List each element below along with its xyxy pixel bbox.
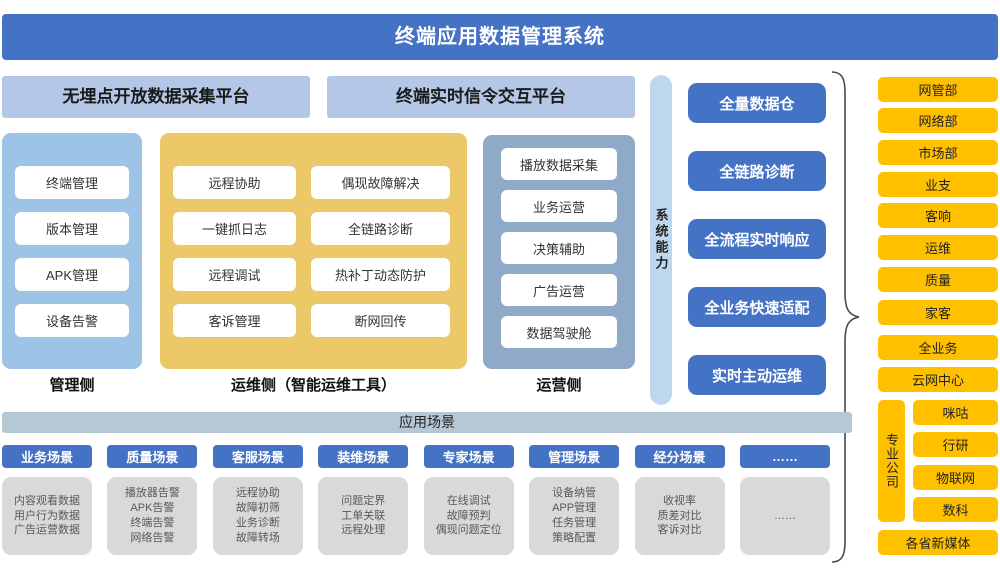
scenario-detail-quality: 播放器告警 APK告警 终端告警 网络告警 bbox=[107, 477, 198, 555]
subsidiary-box: 物联网 bbox=[913, 465, 998, 490]
management-item: 设备告警 bbox=[15, 304, 129, 337]
provincial-media-box: 各省新媒体 bbox=[878, 530, 998, 555]
scenario-detail-analysis: 收视率 质差对比 客诉对比 bbox=[634, 477, 725, 555]
subsidiary-box: 数科 bbox=[913, 497, 998, 522]
maintenance-item: 偶现故障解决 bbox=[311, 166, 450, 199]
capability-proactive-ops: 实时主动运维 bbox=[688, 355, 826, 395]
dept-box: 网络部 bbox=[878, 108, 998, 133]
maintenance-item: 远程调试 bbox=[173, 258, 296, 291]
maintenance-column-label: 运维侧（智能运维工具） bbox=[230, 377, 396, 394]
maintenance-item: 断网回传 bbox=[311, 304, 450, 337]
maintenance-item: 全链路诊断 bbox=[311, 212, 450, 245]
operation-item: 业务运营 bbox=[501, 190, 617, 222]
scenario-button-more: …… bbox=[739, 445, 830, 468]
operation-item: 决策辅助 bbox=[501, 232, 617, 264]
application-scenarios-bar: 应用场景 bbox=[2, 412, 852, 433]
scenario-detail-expert: 在线调试 故障预判 偶现问题定位 bbox=[423, 477, 514, 555]
management-item: APK管理 bbox=[15, 258, 129, 291]
operation-item: 数据驾驶舱 bbox=[501, 316, 617, 348]
scenario-detail-management: 设备纳管 APP管理 任务管理 策略配置 bbox=[529, 477, 620, 555]
operation-item: 广告运营 bbox=[501, 274, 617, 306]
maintenance-item: 一键抓日志 bbox=[173, 212, 296, 245]
operation-column-label: 运营侧 bbox=[536, 377, 582, 394]
scenario-button-install: 装维场景 bbox=[318, 445, 409, 468]
platform-header-data-collection: 无埋点开放数据采集平台 bbox=[2, 76, 310, 118]
management-item: 版本管理 bbox=[15, 212, 129, 245]
dept-box: 全业务 bbox=[878, 335, 998, 360]
dept-box: 客响 bbox=[878, 203, 998, 228]
maintenance-item: 客诉管理 bbox=[173, 304, 296, 337]
dept-box: 质量 bbox=[878, 267, 998, 292]
scenario-button-analysis: 经分场景 bbox=[634, 445, 725, 468]
dept-box: 云网中心 bbox=[878, 367, 998, 392]
scenario-button-row: 业务场景 质量场景 客服场景 装维场景 专家场景 管理场景 经分场景 …… bbox=[2, 445, 830, 468]
curly-brace-icon bbox=[831, 71, 860, 563]
scenario-detail-row: 内容观看数据 用户行为数据 广告运营数据 播放器告警 APK告警 终端告警 网络… bbox=[2, 477, 830, 555]
operation-column: 播放数据采集 业务运营 决策辅助 广告运营 数据驾驶舱 bbox=[483, 135, 635, 369]
dept-box: 运维 bbox=[878, 235, 998, 260]
capability-fast-adaptation: 全业务快速适配 bbox=[688, 287, 826, 327]
maintenance-item: 远程协助 bbox=[173, 166, 296, 199]
professional-company-text: 专业公司 bbox=[884, 433, 899, 489]
scenario-button-management: 管理场景 bbox=[529, 445, 620, 468]
professional-company-group-label: 专业公司 bbox=[878, 400, 905, 522]
dept-box: 网管部 bbox=[878, 77, 998, 102]
capability-realtime-response: 全流程实时响应 bbox=[688, 219, 826, 259]
scenario-detail-business: 内容观看数据 用户行为数据 广告运营数据 bbox=[2, 477, 92, 555]
subsidiary-box: 咪咕 bbox=[913, 400, 998, 425]
maintenance-item: 热补丁动态防护 bbox=[311, 258, 450, 291]
system-capability-label: 系统能力 bbox=[653, 208, 669, 272]
scenario-button-quality: 质量场景 bbox=[107, 445, 198, 468]
scenario-button-business: 业务场景 bbox=[2, 445, 92, 468]
maintenance-column: 远程协助 偶现故障解决 一键抓日志 全链路诊断 远程调试 热补丁动态防护 客诉管… bbox=[160, 133, 467, 369]
scenario-button-service: 客服场景 bbox=[212, 445, 303, 468]
subsidiary-box: 行研 bbox=[913, 432, 998, 457]
page-title: 终端应用数据管理系统 bbox=[2, 14, 998, 60]
management-column-label: 管理侧 bbox=[49, 377, 95, 394]
capability-full-link-diagnosis: 全链路诊断 bbox=[688, 151, 826, 191]
dept-box: 家客 bbox=[878, 300, 998, 325]
scenario-detail-more: …… bbox=[739, 477, 830, 555]
platform-header-signaling: 终端实时信令交互平台 bbox=[327, 76, 635, 118]
scenario-detail-service: 远程协助 故障初筛 业务诊断 故障转场 bbox=[212, 477, 303, 555]
capability-full-data-warehouse: 全量数据仓 bbox=[688, 83, 826, 123]
scenario-button-expert: 专家场景 bbox=[423, 445, 514, 468]
scenario-detail-install: 问题定界 工单关联 远程处理 bbox=[318, 477, 409, 555]
dept-box: 市场部 bbox=[878, 140, 998, 165]
management-item: 终端管理 bbox=[15, 166, 129, 199]
system-capability-bar: 系统能力 bbox=[650, 75, 672, 405]
dept-box: 业支 bbox=[878, 172, 998, 197]
operation-item: 播放数据采集 bbox=[501, 148, 617, 180]
management-column: 终端管理 版本管理 APK管理 设备告警 bbox=[2, 133, 142, 369]
